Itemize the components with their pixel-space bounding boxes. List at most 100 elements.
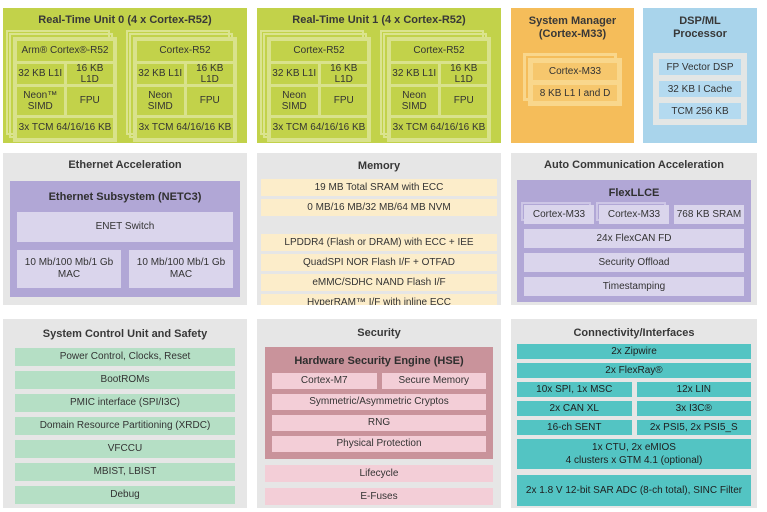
security-offload-row: Security Offload bbox=[524, 253, 744, 273]
l1d-cache: 16 KB L1D bbox=[186, 63, 233, 85]
core-card-inner: Cortex-R52 32 KB L1I 16 KB L1D Neon SIMD… bbox=[133, 37, 237, 143]
block-memory: Memory 19 MB Total SRAM with ECC 0 MB/16… bbox=[257, 153, 501, 305]
block-title: DSP/ML Processor bbox=[673, 15, 727, 41]
scu-row: Domain Resource Partitioning (XRDC) bbox=[15, 417, 235, 436]
m33-card-inner: Cortex-M33 8 KB L1 I and D bbox=[528, 58, 622, 107]
scu-row: Debug bbox=[15, 486, 235, 505]
l1i-cache: 32 KB L1I bbox=[137, 64, 184, 85]
canxl-cell: 2x CAN XL bbox=[517, 401, 632, 417]
scu-rows: Power Control, Clocks, Reset BootROMs PM… bbox=[15, 348, 235, 505]
fpu: FPU bbox=[66, 87, 113, 116]
physical-protection-row: Physical Protection bbox=[272, 436, 486, 453]
ctu-line: 1x CTU, 2x eMIOS bbox=[592, 441, 676, 453]
gtm-line: 4 clusters x GTM 4.1 (optional) bbox=[565, 455, 703, 467]
tcm: 3x TCM 64/16/16 KB bbox=[137, 118, 233, 139]
sent-cell: 16-ch SENT bbox=[517, 420, 632, 436]
dsp-frame: FP Vector DSP 32 KB I Cache TCM 256 KB bbox=[653, 53, 747, 126]
core-cards: Arm® Cortex®-R52 32 KB L1I 16 KB L1D Neo… bbox=[3, 37, 247, 143]
zipwire-row: 2x Zipwire bbox=[517, 344, 751, 360]
i3c-cell: 3x I3C® bbox=[636, 401, 751, 417]
block-auto-communication-acceleration: Auto Communication Acceleration FlexLLCE… bbox=[511, 153, 757, 305]
scu-row: PMIC interface (SPI/I3C) bbox=[15, 394, 235, 413]
block-title: System Control Unit and Safety bbox=[42, 328, 208, 340]
efuses-row: E-Fuses bbox=[265, 488, 493, 506]
fpu: FPU bbox=[186, 87, 233, 116]
core-card: Cortex-R52 32 KB L1I 16 KB L1D Neon SIMD… bbox=[267, 37, 371, 143]
scu-row: VFCCU bbox=[15, 440, 235, 459]
core-card: Arm® Cortex®-R52 32 KB L1I 16 KB L1D Neo… bbox=[13, 37, 117, 143]
fp-vector-dsp: FP Vector DSP bbox=[659, 59, 741, 76]
m33-card: Cortex-M33 8 KB L1 I and D bbox=[528, 58, 622, 107]
block-title: System Manager (Cortex-M33) bbox=[528, 15, 617, 41]
l1d-cache: 16 KB L1D bbox=[66, 63, 113, 85]
lin-cell: 12x LIN bbox=[636, 382, 751, 398]
memory-row: 0 MB/16 MB/32 MB/64 MB NVM bbox=[261, 199, 497, 217]
neon-simd: Neon SIMD bbox=[137, 87, 184, 116]
tcm: 3x TCM 64/16/16 KB bbox=[271, 118, 367, 139]
core-card-inner: Cortex-R52 32 KB L1I 16 KB L1D Neon SIMD… bbox=[267, 37, 371, 143]
block-title: Connectivity/Interfaces bbox=[573, 327, 695, 339]
core-name: Cortex-R52 bbox=[391, 41, 487, 62]
block-title: Memory bbox=[357, 160, 401, 172]
block-title: Real-Time Unit 0 (4 x Cortex-R52) bbox=[38, 14, 212, 26]
scu-row: MBIST, LBIST bbox=[15, 463, 235, 482]
block-title: Real-Time Unit 1 (4 x Cortex-R52) bbox=[292, 14, 466, 26]
block-ethernet-acceleration: Ethernet Acceleration Ethernet Subsystem… bbox=[3, 153, 247, 305]
secure-memory-cell: Secure Memory bbox=[381, 373, 486, 390]
l1i-cache: 32 KB L1I bbox=[391, 64, 438, 85]
flexllce-title: FlexLLCE bbox=[608, 187, 660, 200]
flexcan-row: 24x FlexCAN FD bbox=[524, 229, 744, 249]
hse-pair-row: Cortex-M7 Secure Memory bbox=[272, 373, 486, 390]
flexllce-container: FlexLLCE Cortex-M33 Cortex-M33 768 KB SR… bbox=[517, 180, 751, 303]
sram-label: 768 KB SRAM bbox=[674, 205, 744, 225]
m33-core: Cortex-M33 bbox=[524, 205, 594, 225]
lifecycle-row: Lifecycle bbox=[265, 465, 493, 483]
block-system-manager: System Manager (Cortex-M33) Cortex-M33 8… bbox=[511, 8, 634, 143]
block-connectivity-interfaces: Connectivity/Interfaces 2x Zipwire 2x Fl… bbox=[511, 319, 757, 508]
core-name: Cortex-M33 bbox=[524, 205, 594, 225]
neon-simd: Neon SIMD bbox=[271, 87, 318, 116]
ethernet-subsystem: Ethernet Subsystem (NETC3) ENET Switch 1… bbox=[10, 181, 240, 298]
core-card-inner: Arm® Cortex®-R52 32 KB L1I 16 KB L1D Neo… bbox=[13, 37, 117, 143]
block-security: Security Hardware Security Engine (HSE) … bbox=[257, 319, 501, 508]
icache: 32 KB I Cache bbox=[659, 81, 741, 98]
memory-spacer bbox=[261, 219, 497, 231]
hse-title: Hardware Security Engine (HSE) bbox=[294, 355, 464, 368]
tcm: 3x TCM 64/16/16 KB bbox=[17, 118, 113, 139]
scu-row: BootROMs bbox=[15, 371, 235, 390]
neon-simd: Neon SIMD bbox=[391, 87, 438, 116]
core-cards: Cortex-R52 32 KB L1I 16 KB L1D Neon SIMD… bbox=[257, 37, 501, 143]
core-name: Cortex-R52 bbox=[137, 41, 233, 62]
block-dsp-ml-processor: DSP/ML Processor FP Vector DSP 32 KB I C… bbox=[643, 8, 757, 143]
block-title: Auto Communication Acceleration bbox=[544, 159, 724, 171]
psi5-cell: 2x PSI5, 2x PSI5_S bbox=[636, 420, 751, 436]
flexllce-cores: Cortex-M33 Cortex-M33 768 KB SRAM bbox=[524, 205, 744, 225]
flexray-row: 2x FlexRay® bbox=[517, 363, 751, 379]
block-system-control-safety: System Control Unit and Safety Power Con… bbox=[3, 319, 247, 508]
core-card: Cortex-R52 32 KB L1I 16 KB L1D Neon SIMD… bbox=[133, 37, 237, 143]
l1i-cache: 32 KB L1I bbox=[17, 64, 64, 85]
enet-switch: ENET Switch bbox=[17, 212, 233, 243]
core-card: Cortex-R52 32 KB L1I 16 KB L1D Neon SIMD… bbox=[387, 37, 491, 143]
timestamping-row: Timestamping bbox=[524, 277, 744, 297]
memory-row: QuadSPI NOR Flash I/F + OTFAD bbox=[261, 254, 497, 272]
scu-row: Power Control, Clocks, Reset bbox=[15, 348, 235, 367]
l1-cache: 8 KB L1 I and D bbox=[533, 84, 617, 102]
fpu: FPU bbox=[440, 87, 487, 116]
core-name: Cortex-M33 bbox=[533, 63, 617, 80]
gb-mac: 10 Mb/100 Mb/1 Gb MAC bbox=[17, 250, 121, 289]
cortex-m7-cell: Cortex-M7 bbox=[272, 373, 377, 390]
memory-row: eMMC/SDHC NAND Flash I/F bbox=[261, 274, 497, 292]
cryptos-row: Symmetric/Asymmetric Cryptos bbox=[272, 394, 486, 411]
core-name: Arm® Cortex®-R52 bbox=[17, 41, 113, 62]
memory-row: HyperRAM™ I/F with inline ECC bbox=[261, 294, 497, 305]
l1i-cache: 32 KB L1I bbox=[271, 64, 318, 85]
memory-row: LPDDR4 (Flash or DRAM) with ECC + IEE bbox=[261, 234, 497, 252]
fpu: FPU bbox=[320, 87, 367, 116]
mac-row: 10 Mb/100 Mb/1 Gb MAC 10 Mb/100 Mb/1 Gb … bbox=[17, 250, 233, 289]
neon-simd: Neon™ SIMD bbox=[17, 87, 64, 116]
gb-mac: 10 Mb/100 Mb/1 Gb MAC bbox=[129, 250, 233, 289]
adc-row: 2x 1.8 V 12-bit SAR ADC (8-ch total), SI… bbox=[517, 475, 751, 507]
memory-row: 19 MB Total SRAM with ECC bbox=[261, 179, 497, 197]
